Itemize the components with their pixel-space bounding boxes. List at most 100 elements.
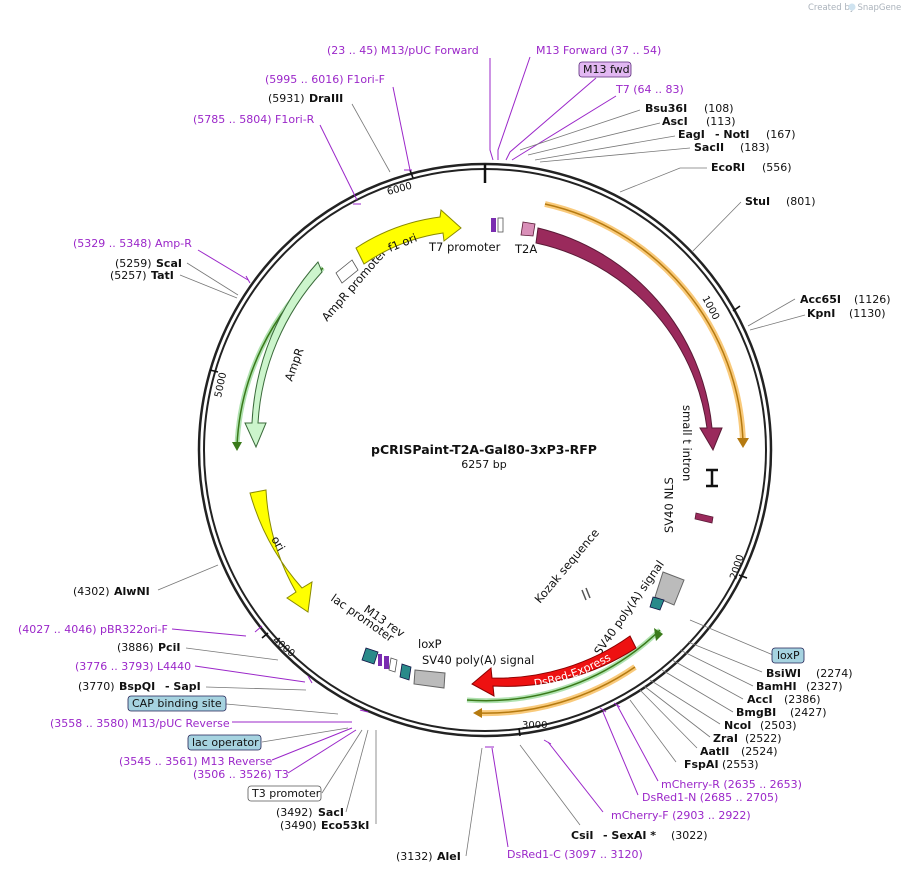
site-alwni-name[interactable]: AlwNI	[114, 585, 150, 598]
leader-lac-op	[261, 727, 349, 743]
site-fspai-name[interactable]: FspAI	[684, 758, 719, 771]
site-ncoi-name[interactable]: NcoI	[724, 719, 751, 732]
site-bspqi-name[interactable]: BspQI	[119, 680, 155, 693]
loxp-box[interactable]	[771, 647, 805, 664]
sv40-polya-right-marker[interactable]	[649, 596, 665, 611]
ampr-arrow[interactable]	[244, 261, 323, 449]
loxp-box-label: loxP	[777, 649, 800, 662]
site-stui-name[interactable]: StuI	[745, 195, 770, 208]
leader-scai	[186, 262, 239, 296]
site-sacii-name[interactable]: SacII	[694, 141, 724, 154]
primer-mcherry-r[interactable]: mCherry-R (2635 .. 2653)	[661, 778, 802, 791]
primer-f1ori-r[interactable]: (5785 .. 5804) F1ori-R	[193, 113, 315, 126]
site-bmgbi-name[interactable]: BmgBI	[736, 706, 776, 719]
site-sexai-name[interactable]: - SexAI *	[603, 829, 656, 842]
primer-dsred1-c[interactable]: DsRed1-C (3097 .. 3120)	[507, 848, 643, 861]
sv40-polya-right-feature[interactable]	[654, 571, 685, 606]
leader-alei	[465, 747, 483, 857]
site-bamhi-name[interactable]: BamHI	[756, 680, 797, 693]
leader-aatii	[639, 689, 698, 749]
t3-promoter-box[interactable]	[247, 785, 322, 802]
site-asci-name[interactable]: AscI	[662, 115, 688, 128]
m13-fwd-box-label: M13 fwd	[583, 63, 630, 76]
site-acc65i-name[interactable]: Acc65I	[800, 293, 841, 306]
leader-f1ori-f	[392, 86, 411, 171]
primer-mcherry-f[interactable]: mCherry-F (2903 .. 2922)	[611, 809, 751, 822]
site-acci-name[interactable]: AccI	[747, 693, 773, 706]
t7-promoter-feature[interactable]	[491, 218, 496, 232]
site-saci-name[interactable]: SacI	[318, 806, 344, 819]
site-asci-pos: (113)	[706, 115, 736, 128]
t7-promoter-arrow[interactable]	[497, 217, 504, 233]
halo-gal80-line	[544, 203, 744, 443]
primer-m13-puc-reverse[interactable]: (3558 .. 3580) M13/pUC Reverse	[50, 717, 230, 730]
ori-arrow[interactable]	[249, 489, 313, 613]
site-bsu36i-name[interactable]: Bsu36I	[645, 102, 687, 115]
site-kpni-pos: (1130)	[849, 307, 886, 320]
t7-promoter-label: T7 promoter	[428, 240, 501, 254]
dsred-express-arrow[interactable]	[471, 635, 637, 697]
site-sapi-name[interactable]: - SapI	[165, 680, 201, 693]
primer-t3[interactable]: (3506 .. 3526) T3	[193, 768, 289, 781]
t3-feature[interactable]	[384, 656, 389, 669]
lac-operator-label: lac operator	[192, 736, 259, 749]
site-stui-pos: (801)	[786, 195, 816, 208]
site-kpni-name[interactable]: KpnI	[807, 307, 835, 320]
primer-m13-forward[interactable]: M13 Forward (37 .. 54)	[536, 44, 661, 57]
f1-ori-arrow[interactable]	[355, 209, 462, 265]
loxp-inner-feature[interactable]	[399, 663, 412, 681]
leader-t3-promoter	[321, 729, 363, 794]
tick-2000	[738, 574, 748, 579]
plasmid-name: pCRISPaint-T2A-Gal80-3xP3-RFP	[371, 442, 597, 457]
site-tati-name[interactable]: TatI	[151, 269, 174, 282]
kozak-mark-2	[585, 587, 591, 599]
leader-zrai	[643, 685, 711, 738]
primer-t7[interactable]: T7 (64 .. 83)	[615, 83, 684, 96]
primer-amp-r[interactable]: (5329 .. 5348) Amp-R	[73, 237, 192, 250]
m13-fwd-box[interactable]	[578, 61, 632, 78]
site-csii-name[interactable]: CsiI	[571, 829, 593, 842]
primer-l4440[interactable]: (3776 .. 3793) L4440	[75, 660, 191, 673]
site-aatii-name[interactable]: AatII	[700, 745, 729, 758]
site-draiii-name[interactable]: DraIII	[309, 92, 343, 105]
lac-operator-box[interactable]	[187, 734, 262, 751]
site-bsiwi-name[interactable]: BsiWI	[766, 667, 801, 680]
site-ecori-pos: (556)	[762, 161, 792, 174]
leader-asci	[527, 122, 661, 156]
ori-label: ori	[268, 534, 288, 554]
site-eco53ki-name[interactable]: Eco53kI	[321, 819, 369, 832]
primer-pbr322ori-f[interactable]: (4027 .. 4046) pBR322ori-F	[18, 623, 168, 636]
primer-dsred1-n[interactable]: DsRed1-N (2685 .. 2705)	[642, 791, 778, 804]
halo-ampr-arrow-icon	[232, 442, 242, 451]
primer-m13-reverse[interactable]: (3545 .. 3561) M13 Reverse	[119, 755, 272, 768]
site-eagi-name[interactable]: EagI	[678, 128, 705, 141]
small-t-intron-feature[interactable]	[706, 468, 718, 488]
site-zrai-name[interactable]: ZraI	[713, 732, 738, 745]
m13-rev-feature[interactable]	[378, 654, 382, 666]
site-noti-name[interactable]: - NotI	[715, 128, 750, 141]
site-alei-name[interactable]: AleI	[437, 850, 461, 863]
site-scai-name[interactable]: ScaI	[156, 257, 182, 270]
leader-acc65i	[747, 298, 796, 327]
site-ecori-name[interactable]: EcoRI	[711, 161, 745, 174]
halo-gal80-arrow-icon	[737, 438, 749, 448]
lac-operator-feature[interactable]	[361, 647, 379, 665]
primer-m13-puc-forward[interactable]: (23 .. 45) M13/pUC Forward	[327, 44, 479, 57]
site-draiii-pos: (5931)	[268, 92, 305, 105]
gal80-arrow[interactable]	[535, 227, 723, 452]
site-alwni-pos: (4302)	[73, 585, 110, 598]
ampr-promoter-feature[interactable]	[335, 259, 359, 284]
cap-binding-site-box[interactable]	[127, 695, 227, 712]
t2a-feature[interactable]	[520, 221, 536, 237]
site-pcii-name[interactable]: PciI	[158, 641, 180, 654]
sv40-nls-feature[interactable]	[694, 512, 714, 524]
lac-promoter-arrow[interactable]	[388, 657, 398, 673]
sv40-polya-left-feature[interactable]	[413, 669, 446, 689]
small-t-intron-label: small t intron	[680, 405, 694, 481]
primer-f1ori-f[interactable]: (5995 .. 6016) F1ori-F	[265, 73, 385, 86]
tick-label-3000: 3000	[522, 720, 547, 731]
leader-tati	[179, 274, 238, 299]
leader-mcherry-r	[616, 704, 659, 782]
leader-saci	[345, 729, 369, 813]
mark-mcherry-f	[543, 739, 552, 745]
